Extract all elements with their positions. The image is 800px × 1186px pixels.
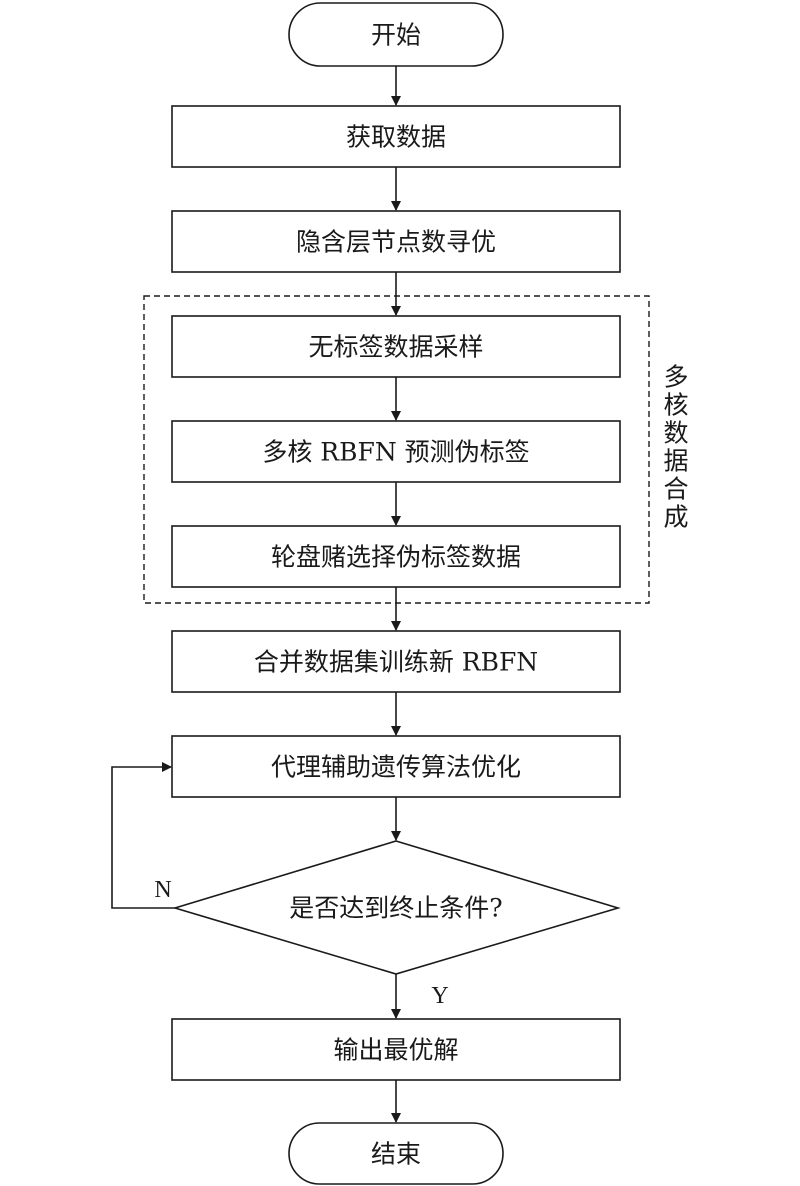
process-step-2 [171,315,621,378]
output-label: 输出最优解 [333,1036,458,1065]
arrow-loop-back-no [111,762,175,909]
group-label-char-2: 数 [663,419,688,448]
branch-no-label: N [154,877,171,903]
group-label-char-0: 多 [663,363,688,392]
step-label-3: 多核 RBFN 预测伪标签 [262,438,529,467]
group-label-char-4: 合 [663,475,688,504]
group-label-char-1: 核 [663,391,688,420]
process-step-6 [171,735,621,798]
step-label-1: 隐含层节点数寻优 [296,228,496,257]
start-label: 开始 [371,21,421,50]
process-step-3 [171,420,621,483]
group-label-char-3: 据 [663,447,688,476]
group-label: 多 核 数 据 合 成 [663,363,688,532]
branch-yes-label: Y [431,983,448,1009]
group-label-char-5: 成 [663,503,688,532]
step-label-2: 无标签数据采样 [308,333,483,362]
step-label-0: 获取数据 [346,123,446,152]
process-step-5 [171,630,621,693]
end-label: 结束 [371,1140,421,1169]
process-step-0 [171,105,621,168]
decision-label: 是否达到终止条件? [289,894,502,923]
end-terminal [288,1122,504,1185]
step-label-5: 合并数据集训练新 RBFN [254,648,538,677]
step-label-4: 轮盘赌选择伪标签数据 [271,543,521,572]
step-label-6: 代理辅助遗传算法优化 [271,753,521,782]
